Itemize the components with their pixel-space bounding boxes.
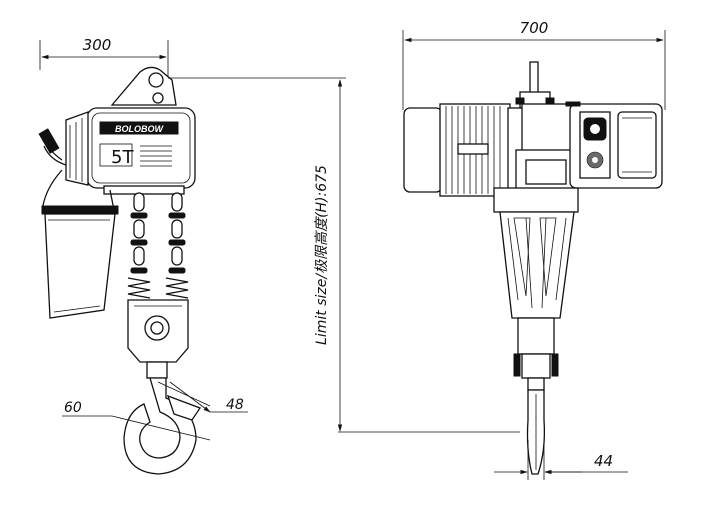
- limit-size-label: Limit size/极限高度(H):675: [314, 165, 330, 345]
- dim-44-label: 44: [594, 452, 613, 470]
- hook: [123, 377, 211, 475]
- hoist-body-side: BOLOBOW 5T: [65, 107, 196, 195]
- dim-44: 44: [494, 440, 628, 480]
- front-hook-block: [513, 317, 559, 391]
- front-hanger: [515, 61, 555, 109]
- cable-gland: [38, 128, 67, 166]
- motor-left: [403, 103, 525, 197]
- load-chain-left: [130, 192, 148, 274]
- hook-block: [127, 299, 189, 379]
- dim-700-label: 700: [520, 19, 549, 37]
- dim-60: 60: [62, 400, 211, 441]
- chain-springs: [127, 277, 189, 299]
- dim-48: 48: [169, 381, 248, 413]
- gearbox: [515, 103, 577, 191]
- chain-guide: [493, 187, 579, 319]
- chain-bag: [41, 169, 119, 319]
- brand-label: BOLOBOW: [115, 124, 164, 134]
- capacity-label: 5T: [111, 147, 134, 168]
- load-chain-right: [168, 192, 186, 274]
- dim-300: 300: [39, 36, 169, 78]
- front-view: 700: [402, 19, 666, 480]
- dim-60-label: 60: [64, 400, 82, 416]
- controller-right: [565, 101, 663, 189]
- limit-size-dim: Limit size/极限高度(H):675: [168, 77, 520, 433]
- hanger-lug: [110, 66, 177, 106]
- front-hook: [526, 389, 546, 475]
- dim-700: 700: [402, 19, 666, 110]
- side-view: 300 BOLOBOW 5T: [38, 36, 248, 475]
- dim-48-label: 48: [226, 397, 244, 413]
- dim-300-label: 300: [83, 36, 112, 54]
